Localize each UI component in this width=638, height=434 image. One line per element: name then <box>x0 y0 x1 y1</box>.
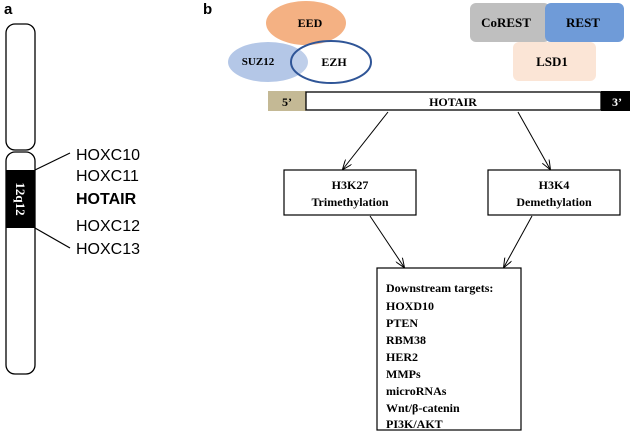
prc2-complex: EED SUZ12 EZH <box>228 1 372 84</box>
chromosome: 12q12 <box>5 23 36 375</box>
band-12q12 <box>6 170 35 228</box>
arrow-h3k4-to-targets <box>504 215 533 267</box>
target-item: PTEN <box>386 316 418 330</box>
ezh-ellipse <box>290 40 372 84</box>
target-item: HER2 <box>386 350 418 364</box>
arrow-to-h3k4 <box>517 111 550 169</box>
chromosome-upper-arm <box>5 23 36 151</box>
three-prime-label: 3’ <box>612 95 622 109</box>
gene-hoxc10: HOXC10 <box>76 147 140 164</box>
arrow-h3k27-to-targets <box>369 215 404 267</box>
target-item: RBM38 <box>386 333 426 347</box>
suz12-label: SUZ12 <box>242 56 275 68</box>
targets-header: Downstream targets: <box>386 281 493 295</box>
three-prime-end <box>601 91 630 111</box>
h3k27-box <box>283 169 417 216</box>
target-item: MMPs <box>386 367 421 381</box>
suz12-ellipse <box>228 42 308 82</box>
ezh-label: EZH <box>321 55 347 69</box>
panel-b-label: b <box>203 1 212 18</box>
target-item: microRNAs <box>386 384 447 398</box>
target-item: HOXD10 <box>386 299 434 313</box>
h3k4-box <box>487 169 621 216</box>
gene-hoxc11: HOXC11 <box>76 168 139 185</box>
target-item: Wnt/β-catenin <box>386 401 460 415</box>
gene-hotair: HOTAIR <box>76 191 137 208</box>
lsd1-box <box>513 42 596 81</box>
h3k4-title: H3K4 <box>539 178 570 192</box>
eed-label: EED <box>298 16 323 30</box>
targets-box <box>376 267 522 431</box>
target-item: PI3K/AKT <box>386 417 443 431</box>
band-label: 12q12 <box>13 182 28 215</box>
five-prime-end <box>268 91 306 111</box>
lsd1-complex: CoREST REST LSD1 <box>470 3 624 81</box>
five-prime-label: 5’ <box>282 95 292 109</box>
arrow-to-h3k27 <box>343 111 389 169</box>
h3k27-title: H3K27 <box>332 178 369 192</box>
gene-hoxc12: HOXC12 <box>76 218 140 235</box>
h3k4-subtitle: Demethylation <box>516 195 592 209</box>
lsd1-label: LSD1 <box>536 54 568 69</box>
hotair-transcript: 5’ HOTAIR 3’ <box>268 91 630 111</box>
band-pointer-top <box>34 152 71 171</box>
rest-label: REST <box>566 15 600 30</box>
corest-label: CoREST <box>481 15 531 30</box>
panel-a-label: a <box>4 1 13 18</box>
band-pointer-bottom <box>34 227 71 249</box>
corest-box <box>470 3 550 42</box>
eed-ellipse <box>266 1 346 45</box>
h3k27-subtitle: Trimethylation <box>311 195 388 209</box>
rest-box <box>545 3 624 42</box>
transcript-name: HOTAIR <box>429 95 477 109</box>
gene-hoxc13: HOXC13 <box>76 241 140 258</box>
